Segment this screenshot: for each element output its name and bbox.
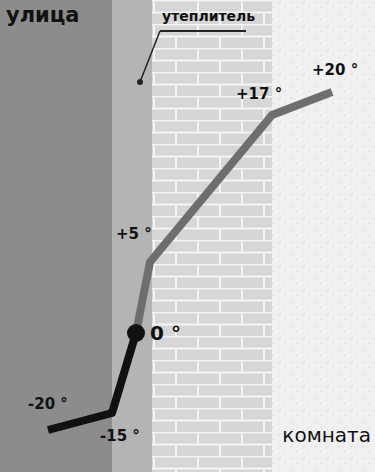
- leader-dot: [137, 79, 143, 85]
- zero-point: [127, 324, 145, 342]
- layer-label: утеплитель: [162, 9, 255, 24]
- street-zone: [0, 0, 112, 472]
- leader-line: [140, 31, 160, 82]
- temperature-line-warm: [136, 92, 332, 333]
- room-zone: [272, 0, 375, 472]
- temperature-line-cold: [48, 333, 136, 430]
- temperature-label: +17 °: [236, 86, 282, 103]
- temperature-label: +5 °: [116, 226, 152, 243]
- temperature-label: 0 °: [150, 322, 181, 344]
- temperature-label: -20 °: [28, 396, 68, 413]
- temperature-label: +20 °: [312, 62, 358, 79]
- leader-underline: [160, 30, 246, 32]
- zone-label: комната: [282, 424, 371, 446]
- zone-label: улица: [6, 4, 80, 27]
- temperature-label: -15 °: [100, 428, 140, 445]
